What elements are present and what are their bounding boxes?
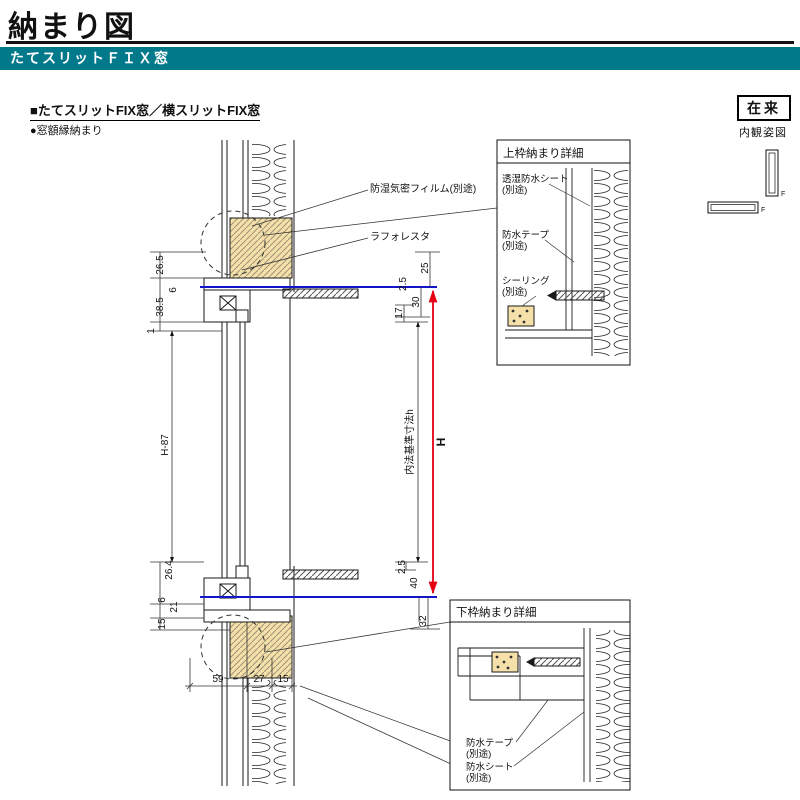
callout-film-label: 防湿気密フィルム(別途) xyxy=(370,182,476,195)
dim-label: 26.5 xyxy=(155,255,166,275)
elevation-caption: 内観姿図 xyxy=(739,127,787,139)
dim-label: 2.5 xyxy=(398,277,409,291)
dim-label: 6 xyxy=(157,597,168,603)
dim-label: 21 xyxy=(169,601,180,613)
product-banner: たてスリットＦＩＸ窓 xyxy=(0,47,800,70)
head-frame xyxy=(203,277,359,323)
dim-label: 38.5 xyxy=(155,297,166,317)
dim-label: 15 xyxy=(157,618,168,630)
detail-callout-circles xyxy=(200,210,266,680)
detail-top-label-note: (別途) xyxy=(502,240,527,252)
fix-mark: F xyxy=(761,207,765,214)
dim-label: 15 xyxy=(277,674,289,685)
overall-height-dimension: H xyxy=(428,289,448,595)
wood-blocking xyxy=(229,217,293,679)
callout-frame-trim-label: ラフォレスタ xyxy=(370,231,430,243)
construction-type-badge: 在来 xyxy=(737,95,791,121)
dim-label: 17 xyxy=(394,307,405,319)
dim-label: 32 xyxy=(418,615,429,627)
fix-mark: F xyxy=(781,191,785,198)
detail-top-insulation xyxy=(594,168,628,356)
opening-reference-lines xyxy=(200,286,437,598)
detail-top-label-note: (別途) xyxy=(502,184,527,196)
dim-label-inner-height: 内法基準寸法h xyxy=(403,409,416,475)
detail-bottom-insulation xyxy=(596,630,630,782)
detail-top-label: 防水テープ xyxy=(502,229,549,241)
detail-bottom-title: 下枠納まり詳細 xyxy=(456,605,537,619)
dimension-lines xyxy=(150,251,440,692)
dim-label: 30 xyxy=(411,296,422,308)
detail-bottom-label-note: (別途) xyxy=(466,772,491,784)
detail-box-bottom: 下枠納まり詳細 防水テープ xyxy=(449,599,631,791)
dim-label: 1 xyxy=(146,328,157,334)
detail-bottom-label: 防水テープ xyxy=(466,737,513,749)
dim-label: 40 xyxy=(409,577,420,589)
page-title: 納まり図 xyxy=(8,11,136,44)
dimension-labels: 26.5 6 38.5 1 H-87 26.4 6 21 15 59 27 15… xyxy=(146,255,431,685)
dim-label: 2.5 xyxy=(397,560,408,574)
detail-bottom-screw-icon xyxy=(525,657,581,667)
detail-box-top: 上枠納まり詳細 透湿防水シート (別途) 防水テープ xyxy=(496,139,631,366)
detail-top-label-note: (別途) xyxy=(502,286,527,298)
glass-pane xyxy=(239,322,246,566)
section-title: ■たてスリットFIX窓／横スリットFIX窓 xyxy=(30,100,261,121)
detail-top-title: 上枠納まり詳細 xyxy=(503,146,584,160)
vertical-slit-window-icon: F xyxy=(765,149,785,198)
dim-label: 26.4 xyxy=(164,560,175,580)
dim-label: 25 xyxy=(420,262,431,274)
dim-label: 27 xyxy=(253,674,265,685)
dim-label-frame-height: H-87 xyxy=(160,434,171,456)
detail-bottom-label-note: (別途) xyxy=(466,748,491,760)
detail-top-screw-icon xyxy=(546,290,605,301)
detail-bottom-label: 防水シート xyxy=(466,761,514,773)
dim-label: 6 xyxy=(168,287,179,293)
insulation-batts xyxy=(252,142,286,784)
detail-leader-lines xyxy=(264,207,498,771)
dim-label: 59 xyxy=(212,674,224,685)
callout-labels: 防湿気密フィルム(別途) ラフォレスタ xyxy=(241,182,476,271)
detail-bottom-sealant-block xyxy=(491,651,519,673)
sub-bullet: ●窓額縁納まり xyxy=(30,125,103,137)
title-rule xyxy=(6,41,794,44)
dim-label-overall-height: H xyxy=(434,438,448,447)
detail-top-label: シーリング xyxy=(502,275,550,287)
detail-top-label: 透湿防水シート xyxy=(502,173,569,185)
horizontal-slit-window-icon: F xyxy=(707,201,765,214)
detail-top-sealant-block xyxy=(507,305,535,327)
